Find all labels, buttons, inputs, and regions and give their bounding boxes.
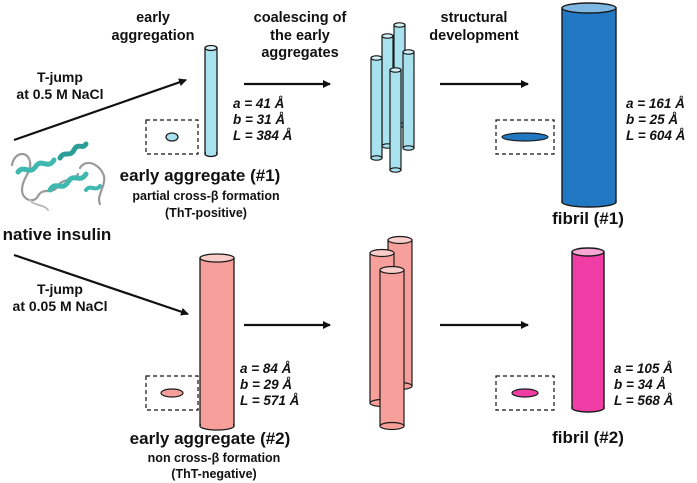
agg2-param-b: b = 29 Å (240, 377, 292, 392)
early-aggregate-1-cylinder (204, 44, 218, 158)
agg2-desc: (ThT-negative) (171, 467, 256, 481)
tjump-bottom-line: at 0.05 M NaCl (13, 298, 108, 314)
tjump-top-line: at 0.5 M NaCl (16, 86, 103, 102)
agg2-title: early aggregate (#2) (130, 429, 291, 448)
coalesced-bundle-1 (370, 22, 415, 173)
tjump-top-line: T-jump (37, 69, 83, 85)
fib1-param-a: a = 161 Å (626, 96, 685, 111)
agg2-param-a: a = 84 Å (240, 361, 291, 376)
header-line: early (136, 10, 170, 26)
fibril-2-cylinder (571, 247, 605, 413)
fib2-param-a: a = 105 Å (614, 361, 673, 376)
tjump-bottom-arrow (13, 253, 189, 316)
tjump-top-arrow (13, 78, 187, 142)
fibril-2-cross-section (495, 375, 555, 411)
agg1-param-b: b = 31 Å (233, 112, 285, 127)
early-aggregate-2-cylinder (199, 253, 235, 431)
fibril-1-cross-section (495, 119, 555, 155)
header-line: the early (270, 28, 330, 44)
tjump-bottom-line: T-jump (37, 281, 83, 297)
header-line: coalescing of (254, 10, 347, 26)
early-aggregate-2-cross-section (145, 375, 199, 411)
agg1-param-a: a = 41 Å (233, 96, 284, 111)
agg1-desc: (ThT-positive) (165, 206, 247, 220)
early-aggregate-1-cross-section (145, 119, 199, 155)
header-coalescing: coalescing of the early aggregates (254, 10, 347, 61)
fibril-1-cylinder (561, 2, 617, 208)
fib1-param-b: b = 25 Å (626, 112, 678, 127)
header-line: aggregates (261, 45, 338, 61)
fib2-title: fibril (#2) (552, 428, 624, 447)
fib2-param-L: L = 568 Å (614, 393, 673, 408)
native-insulin-structure (10, 141, 106, 211)
agg1-title: early aggregate (#1) (120, 166, 281, 185)
header-line: structural (441, 10, 508, 26)
agg2-param-L: L = 571 Å (240, 393, 299, 408)
agg1-param-L: L = 384 Å (233, 128, 292, 143)
header-structural-development: structural development (429, 10, 519, 44)
fib2-param-b: b = 34 Å (614, 377, 666, 392)
native-insulin-label: native insulin (3, 225, 112, 244)
fib1-param-L: L = 604 Å (626, 128, 685, 143)
agg2-desc: non cross-β formation (148, 451, 281, 465)
header-line: development (429, 28, 519, 44)
header-line: aggregation (112, 28, 195, 44)
fib1-title: fibril (#1) (552, 209, 624, 228)
coalesced-bundle-2 (369, 235, 413, 431)
header-early-aggregation: early aggregation (112, 10, 195, 44)
agg1-desc: partial cross-β formation (132, 189, 279, 203)
